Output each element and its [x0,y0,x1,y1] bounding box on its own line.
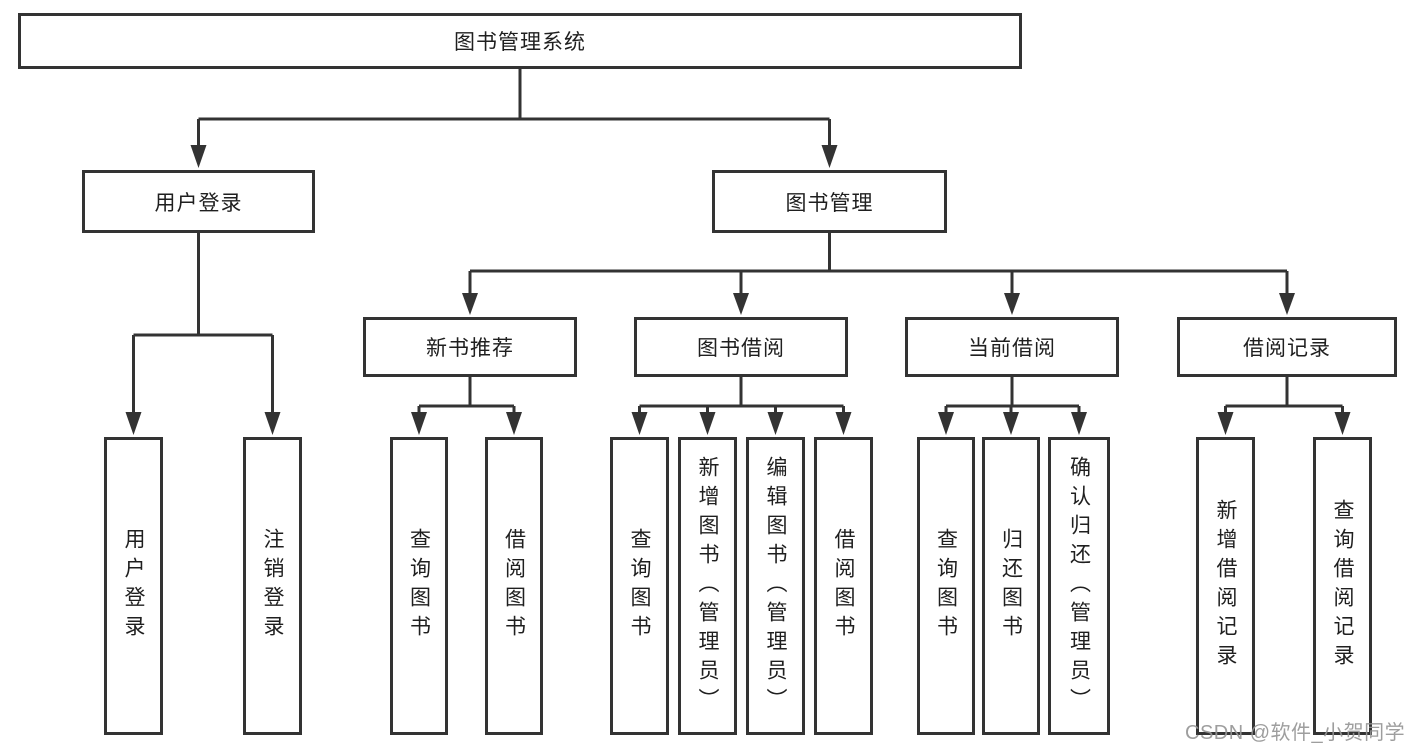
leaf-recommend-query-books-label: 查询图书 [407,528,431,644]
leaf-recommend-query-books: 查询图书 [390,437,448,735]
node-book-management: 图书管理 [712,170,947,233]
leaf-logout-label: 注销登录 [261,528,284,644]
leaf-add-borrow-record: 新增借阅记录 [1196,437,1255,735]
leaf-confirm-return-admin: 确认归还（管理员） [1048,437,1110,735]
leaf-confirm-return-admin-label: 确认归还（管理员） [1067,455,1091,717]
node-new-book-recommend: 新书推荐 [363,317,577,377]
node-book-management-label: 图书管理 [785,191,874,215]
leaf-add-borrow-record-label: 新增借阅记录 [1214,499,1237,673]
node-library-system: 图书管理系统 [18,13,1022,69]
leaf-add-books-admin: 新增图书（管理员） [678,437,737,735]
leaf-recommend-borrow-books-label: 借阅图书 [502,528,526,644]
node-current-borrow-label: 当前借阅 [968,337,1056,360]
leaf-borrow-query-books: 查询图书 [610,437,669,735]
leaf-query-borrow-record: 查询借阅记录 [1313,437,1372,735]
leaf-user-login: 用户登录 [104,437,163,735]
node-user-login-label: 用户登录 [154,191,243,215]
node-user-login: 用户登录 [82,170,315,233]
node-borrow-records: 借阅记录 [1177,317,1397,377]
leaf-edit-books-admin: 编辑图书（管理员） [746,437,805,735]
leaf-borrow-books-label: 借阅图书 [832,528,855,644]
leaf-return-books-label: 归还图书 [999,528,1023,644]
leaf-user-login-label: 用户登录 [122,528,145,644]
node-current-borrow: 当前借阅 [905,317,1119,377]
leaf-borrow-query-books-label: 查询图书 [628,528,651,644]
leaf-current-query-books-label: 查询图书 [934,528,958,644]
leaf-query-borrow-record-label: 查询借阅记录 [1331,499,1354,673]
node-new-book-recommend-label: 新书推荐 [426,337,514,360]
node-book-borrow: 图书借阅 [634,317,848,377]
leaf-logout: 注销登录 [243,437,302,735]
node-borrow-records-label: 借阅记录 [1243,337,1331,360]
leaf-edit-books-admin-label: 编辑图书（管理员） [764,455,787,717]
leaf-borrow-books: 借阅图书 [814,437,873,735]
leaf-return-books: 归还图书 [982,437,1040,735]
node-book-borrow-label: 图书借阅 [697,337,785,360]
node-library-system-label: 图书管理系统 [454,31,586,54]
leaf-recommend-borrow-books: 借阅图书 [485,437,543,735]
csdn-watermark: CSDN @软件_小贺同学 [1185,722,1405,744]
leaf-add-books-admin-label: 新增图书（管理员） [696,455,719,717]
leaf-current-query-books: 查询图书 [917,437,975,735]
